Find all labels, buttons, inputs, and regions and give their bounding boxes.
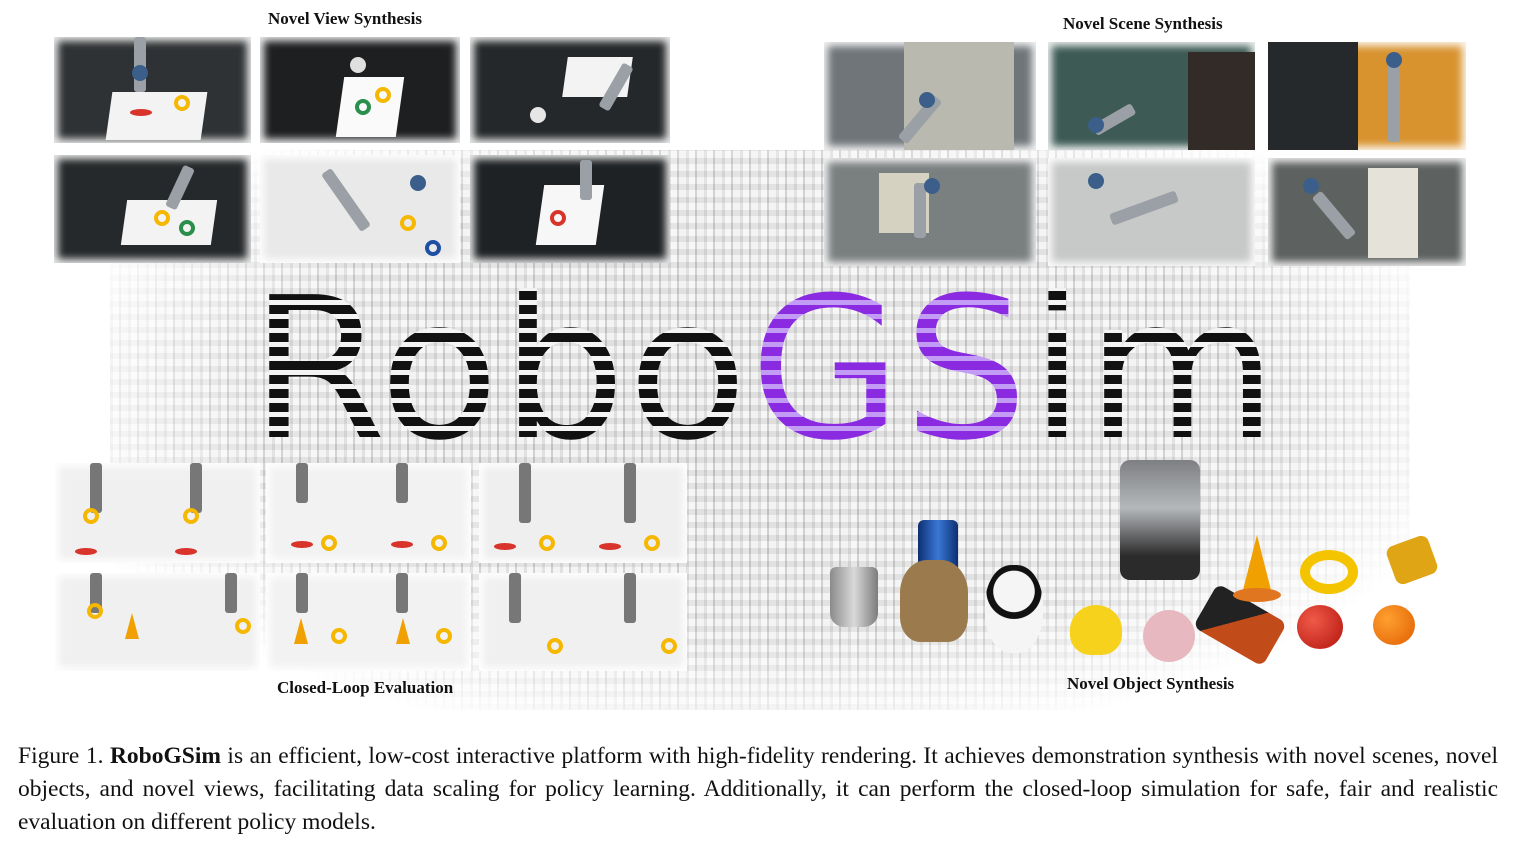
caption-name: RoboGSim (109, 743, 221, 769)
orange-object (1373, 605, 1415, 645)
logo-robo: Robo (250, 256, 750, 484)
plush-dog-object (900, 560, 968, 642)
novel-view-photo (54, 155, 251, 263)
caption-label: Figure 1. (18, 743, 104, 769)
novel-scene-title: Novel Scene Synthesis (1063, 14, 1223, 33)
apple-object (1297, 605, 1343, 649)
novel-scene-photo (1268, 42, 1466, 150)
figure-1: Novel View Synthesis (54, 9, 1466, 710)
novel-object-title: Novel Object Synthesis (1067, 674, 1235, 693)
ring-object (1300, 550, 1358, 594)
logo-im: im (1029, 256, 1280, 484)
novel-view-title: Novel View Synthesis (268, 9, 422, 28)
novel-scene-photo (1048, 42, 1255, 150)
novel-scene-photo (824, 42, 1036, 150)
novel-view-photo (470, 155, 670, 263)
novel-scene-photo (1048, 158, 1255, 266)
closed-loop-photo (479, 463, 687, 563)
spiky-ball-object (1143, 610, 1195, 662)
novel-view-photo (470, 37, 670, 143)
logo-gs: GS (749, 256, 1030, 484)
closed-loop-photo (479, 573, 687, 671)
novel-view-photo (260, 37, 460, 143)
closed-loop-title: Closed-Loop Evaluation (277, 678, 454, 697)
closed-loop-photo (55, 463, 260, 563)
caption-text: is an efficient, low-cost interactive pl… (18, 743, 1499, 835)
rubber-duck-object (1070, 605, 1122, 655)
figure-caption: Figure 1. RoboGSim is an efficient, low-… (18, 740, 1498, 839)
closed-loop-photo (266, 463, 471, 563)
novel-scene-photo (1268, 158, 1466, 266)
novel-scene-photo (824, 158, 1036, 266)
closed-loop-photo (266, 573, 471, 671)
closed-loop-photo (55, 573, 260, 671)
cup-object (830, 567, 878, 627)
novel-view-photo (54, 37, 251, 143)
cone-object (1243, 535, 1271, 590)
plush-panda-object (985, 565, 1043, 653)
robot-gripper-object (1120, 460, 1200, 580)
novel-view-photo (260, 155, 460, 263)
robogsim-logo: RoboGSim (250, 272, 1279, 468)
cone-base-object (1233, 588, 1281, 602)
